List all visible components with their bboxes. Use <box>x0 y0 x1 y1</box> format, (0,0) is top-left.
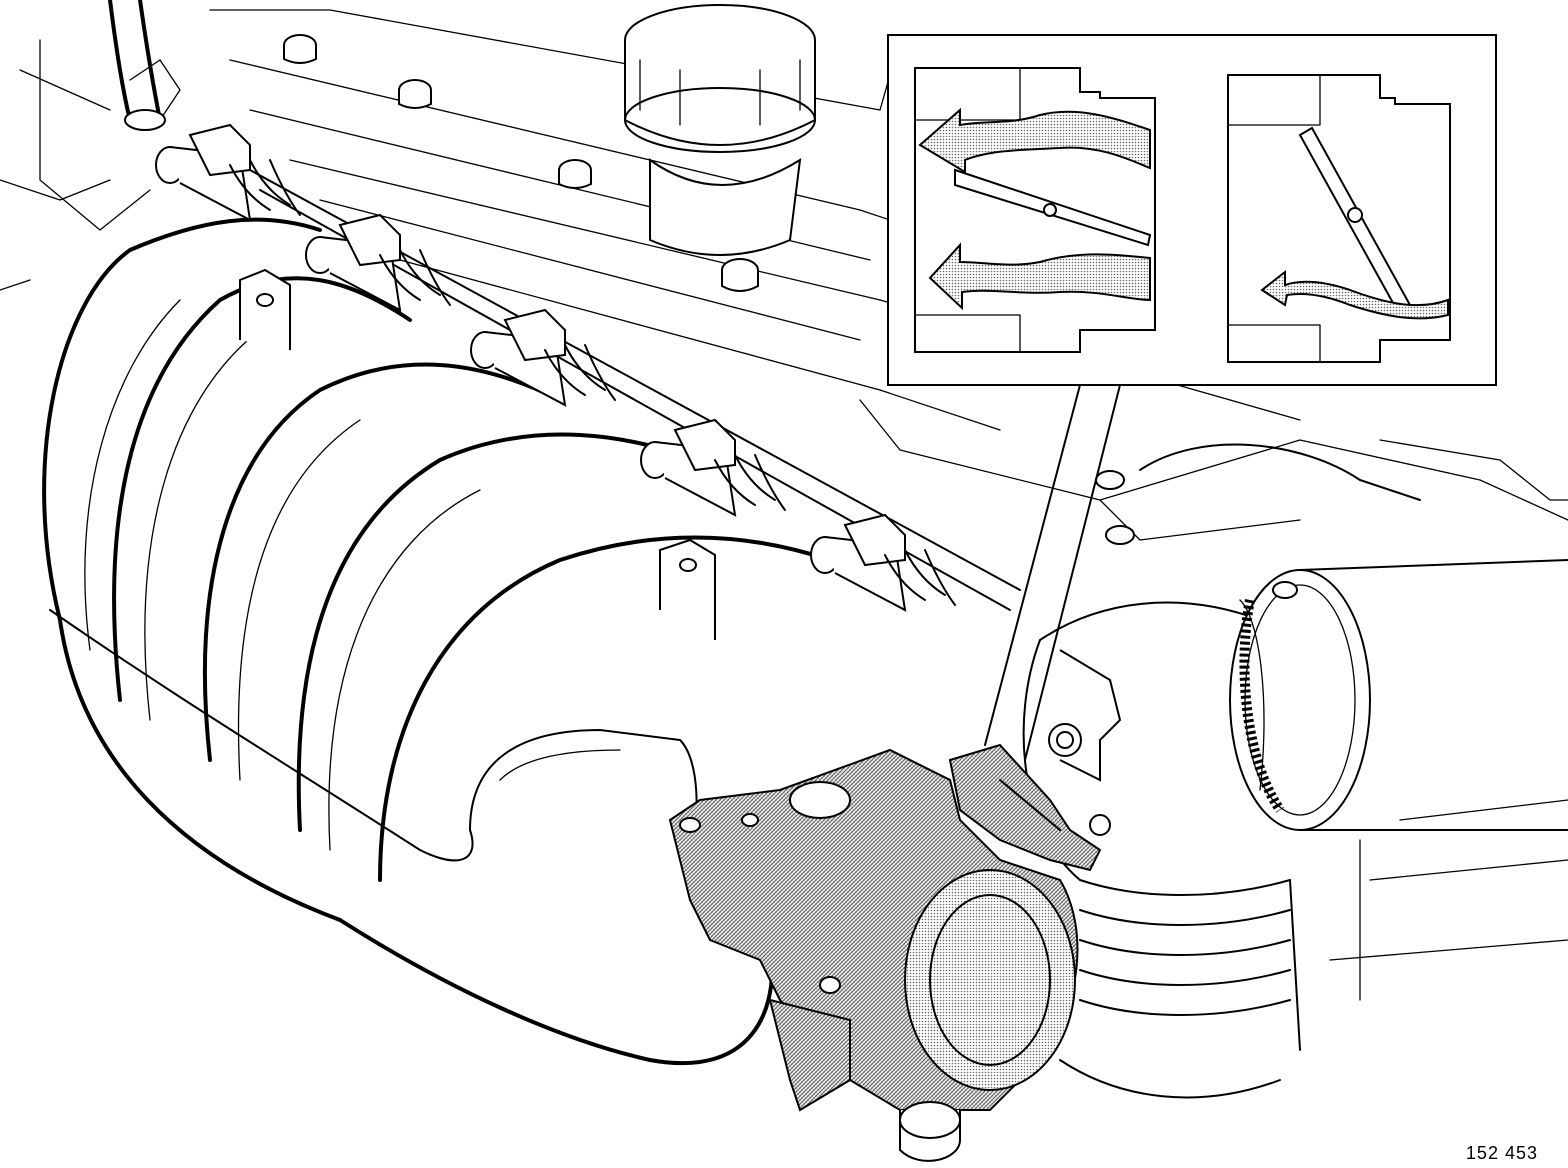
fuel-injector-5 <box>810 513 956 612</box>
fuel-injectors <box>155 123 956 612</box>
airflow-arrow-icon <box>918 107 1151 174</box>
oil-filler-cap <box>624 4 816 256</box>
fuel-injector-1 <box>155 123 301 222</box>
fuel-injector-4 <box>640 418 786 517</box>
airflow-arrow-icon <box>928 242 1151 311</box>
callout-leader <box>984 384 1121 761</box>
mounting-bracket <box>1048 649 1122 782</box>
cylinder-head <box>0 9 1568 1001</box>
inset-panel-throttle-open <box>914 67 1156 353</box>
air-intake-duct <box>1022 443 1568 1099</box>
intake-manifold <box>42 217 832 1066</box>
fuel-injector-3 <box>470 308 616 407</box>
inset-detail <box>887 34 1497 386</box>
inset-panel-throttle-closed <box>1227 74 1451 363</box>
throttle-body <box>668 743 1111 1162</box>
figure-number: 152 453 <box>1465 1143 1538 1163</box>
vacuum-hose <box>108 0 166 131</box>
fuel-injector-2 <box>305 213 451 312</box>
airflow-arrow-icon <box>1260 269 1449 320</box>
